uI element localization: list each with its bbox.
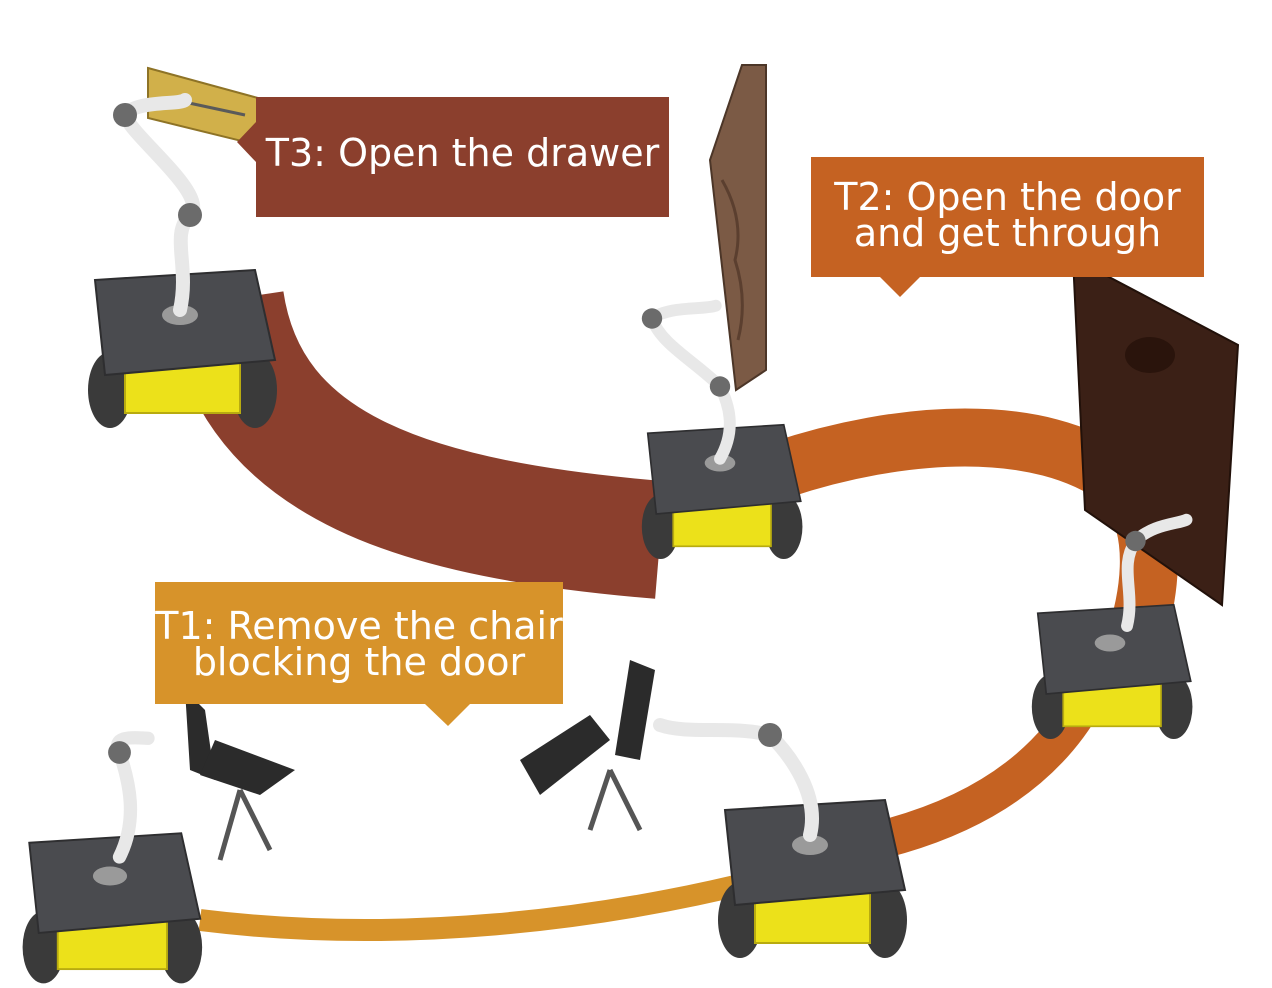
- t3-label-line: T3: Open the drawer: [265, 131, 660, 175]
- mobile-manipulator-icon: [21, 731, 204, 985]
- t1-label-line: blocking the door: [192, 640, 526, 684]
- t1-label: T1: Remove the chair blocking the door: [155, 582, 563, 704]
- t1-callout-box: [155, 582, 563, 726]
- t2-label-line: T2: Open the door: [834, 175, 1181, 219]
- door-icon: [1071, 256, 1240, 607]
- t3-label: T3: Open the drawer: [256, 97, 669, 217]
- mobile-manipulator-icon: [1030, 513, 1194, 740]
- mobile-manipulator-icon: [87, 93, 278, 429]
- t2-label-line: and get through: [853, 211, 1162, 255]
- mobile-manipulator-icon: [640, 299, 804, 560]
- chair-icon: [185, 690, 295, 861]
- mobile-manipulator-icon: [653, 718, 908, 959]
- t1-path: [198, 869, 763, 941]
- t1-label-line: T1: Remove the chair: [155, 604, 563, 648]
- chair-icon: [520, 660, 655, 832]
- t2-path-lower: [875, 690, 1102, 859]
- t2-label: T2: Open the door and get through: [811, 157, 1204, 277]
- t2-callout-box: [811, 157, 1204, 297]
- t3-path: [166, 289, 665, 599]
- t3-callout-box: [237, 97, 669, 217]
- door-icon: [708, 64, 767, 392]
